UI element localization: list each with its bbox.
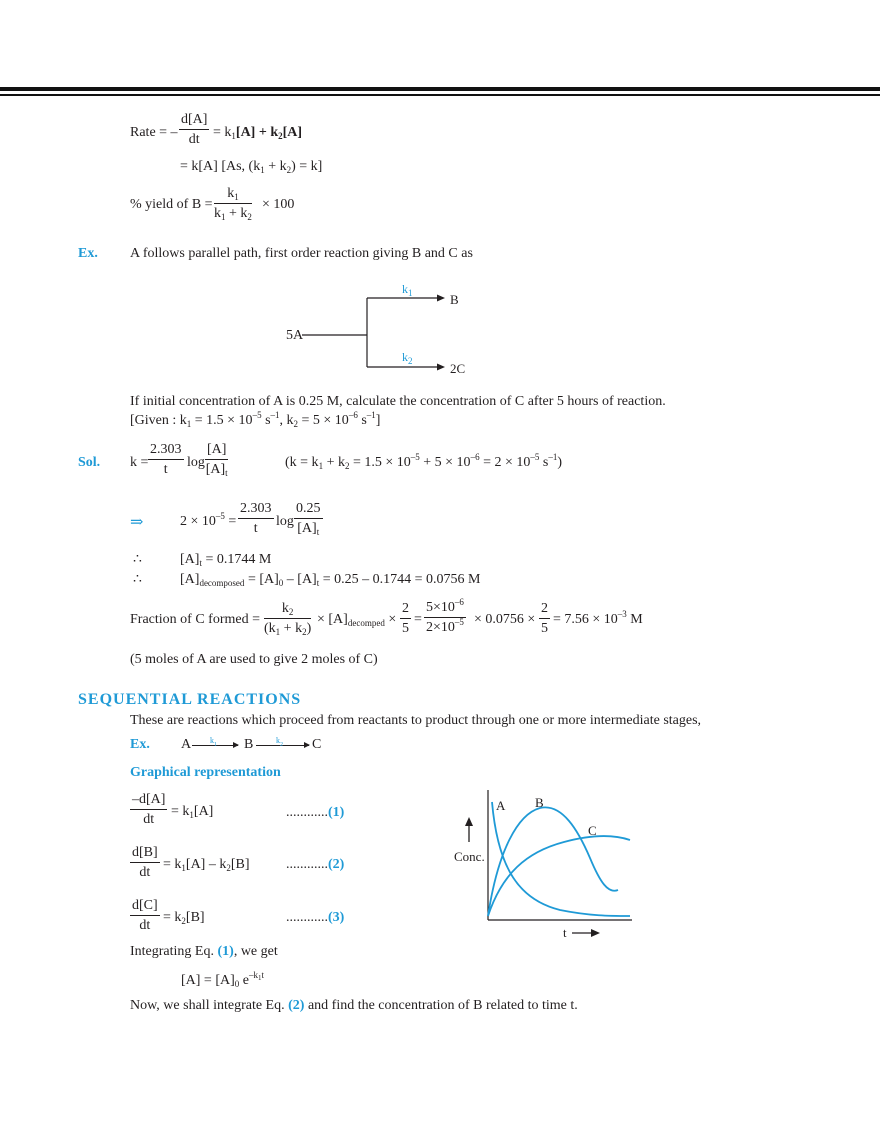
yield-fraction: k1 k1 + k2 [214,186,252,222]
question-given: [Given : k1 = 1.5 × 10–5 s–1, k2 = 5 × 1… [130,410,381,429]
diagram-reactant: 5A [286,328,304,343]
eq3-ref: ............(3) [286,910,345,925]
fraction-eq: = [414,612,422,627]
seq-b: B [244,737,254,752]
eq1-rhs: = k1[A] [171,804,214,820]
arrowhead-c [437,363,445,371]
implies-fraction-conc: 0.25 [A]t [294,501,323,537]
implies-log: log [276,514,294,529]
header-rule-thin [0,94,880,96]
fraction-result: = 7.56 × 10–3 M [553,609,643,627]
k-fraction-conc: [A] [A]t [205,442,229,478]
seq-k2: k2 [276,736,283,749]
curve-b [487,806,619,917]
section-heading: SEQUENTIAL REACTIONS [78,691,302,708]
sequential-graph [465,790,632,937]
fraction-c-times: × [A]decomped × [317,612,397,628]
decomposed-value: [A]decomposed = [A]0 – [A]t = 0.25 – 0.1… [180,572,481,588]
eq1-ref: ............(1) [286,805,345,820]
fraction-c-label: Fraction of C formed = [130,612,260,627]
rate-num: d[A] [179,113,210,130]
x-arrow-head [591,929,600,937]
diagram-product-b: B [450,292,459,307]
diagram-k1: k1 [402,282,413,298]
yield-label: % yield of B = [130,197,213,212]
curve-a [491,801,631,917]
k-fraction-2303: 2.303 t [148,442,184,477]
curve-c [487,835,631,917]
rate-label: Rate = – [130,125,178,140]
k-eq: k = [130,455,149,470]
sequential-intro: These are reactions which proceed from r… [130,713,702,728]
moles-note: (5 moles of A are used to give 2 moles o… [130,652,378,667]
solution-label: Sol. [78,455,101,470]
graph-label-a: A [496,798,506,813]
seq-c: C [312,737,322,752]
graph-label-b: B [535,795,544,810]
k-sum: (k = k1 + k2 = 1.5 × 10–5 + 5 × 10–6 = 2… [285,452,562,471]
seq-a: A [181,737,192,752]
eq2-ref: ............(2) [286,857,345,872]
at-value: [A]t = 0.1744 M [180,552,272,568]
now-line: Now, we shall integrate Eq. (2) and find… [130,998,578,1013]
example2-label: Ex. [130,737,150,752]
diagram-product-c: 2C [450,361,466,376]
integrating-line: Integrating Eq. (1), we get [130,944,278,959]
fraction-exponents: 5×10–6 2×10–5 [424,597,466,635]
diagram-k2: k2 [402,350,413,366]
seq-k1: k1 [210,736,217,749]
seq-arrow-2 [256,742,310,748]
rate-line2: = k[A] [As, (k1 + k2) = k] [180,159,323,175]
fraction-2-5-b: 2 5 [539,601,550,636]
fraction-c-k: k2 (k1 + k2) [264,601,312,637]
therefore-symbol-1: ∴ [133,552,142,567]
seq-arrow-1 [192,742,239,748]
yield-tail: × 100 [262,197,295,212]
fraction-2-5: 2 5 [400,601,411,636]
header-rule-thick [0,87,880,91]
rate-rhs: = k1[A] + k2[A] [213,125,303,141]
question-line1: If initial concentration of A is 0.25 M,… [130,394,666,409]
fraction-tail1: × 0.0756 × [474,612,536,627]
eq1-fraction: –d[A] dt [130,792,168,827]
graph-y-label: Conc. [454,849,485,864]
eq2-rhs: = k1[A] – k2[B] [163,857,250,873]
y-arrow-head [465,817,473,826]
rate-fraction: d[A] dt [179,113,210,147]
arrowhead-b [437,294,445,302]
eq2-fraction: d[B] dt [130,845,160,880]
example1-label: Ex. [78,246,98,261]
graph-heading: Graphical representation [130,765,281,780]
example1-statement: A follows parallel path, first order rea… [130,246,473,261]
k-log: log [187,455,205,470]
implies-fraction-2303: 2.303 t [238,501,274,536]
rate-den: dt [188,132,200,147]
graph-x-label: t [563,925,567,940]
result-equation: [A] = [A]0 e–k1t [181,970,264,989]
implies-symbol: ⇒ [130,514,144,531]
eq3-fraction: d[C] dt [130,898,160,933]
therefore-symbol-2: ∴ [133,572,142,587]
parallel-reaction-diagram [302,294,445,371]
eq3-rhs: = k2[B] [163,910,205,926]
implies-lhs: 2 × 10–5 = [180,511,237,529]
graph-label-c: C [588,823,597,838]
